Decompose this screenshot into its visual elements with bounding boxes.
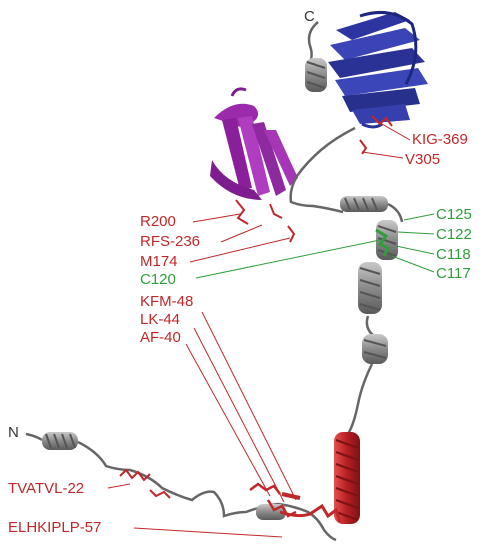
n-terminal-region	[25, 432, 342, 542]
label-kfm48: KFM-48	[140, 293, 194, 310]
label-c120: C120	[140, 271, 176, 288]
red-helix	[334, 432, 360, 524]
purple-beta-domain	[210, 87, 298, 243]
label-r200: R200	[140, 213, 176, 230]
c-terminus-label: C	[304, 8, 315, 25]
label-lk44: LK-44	[140, 311, 181, 328]
leader-lines	[107, 123, 435, 538]
label-m174: M174	[140, 253, 178, 270]
linker-chain	[289, 126, 404, 435]
label-rfs236: RFS-236	[140, 233, 201, 250]
blue-beta-domain	[305, 10, 428, 155]
label-v305: V305	[405, 151, 441, 168]
label-c125: C125	[436, 206, 472, 223]
label-c117: C117	[436, 265, 471, 282]
label-kig369: KIG-369	[412, 131, 468, 148]
label-c122: C122	[436, 226, 472, 243]
label-elhkiplp57: ELHKIPLP-57	[8, 519, 102, 536]
label-c118: C118	[436, 246, 471, 263]
n-terminus-label: N	[8, 424, 19, 441]
label-af40: AF-40	[140, 329, 181, 346]
label-tvatvl22: TVATVL-22	[8, 480, 85, 497]
